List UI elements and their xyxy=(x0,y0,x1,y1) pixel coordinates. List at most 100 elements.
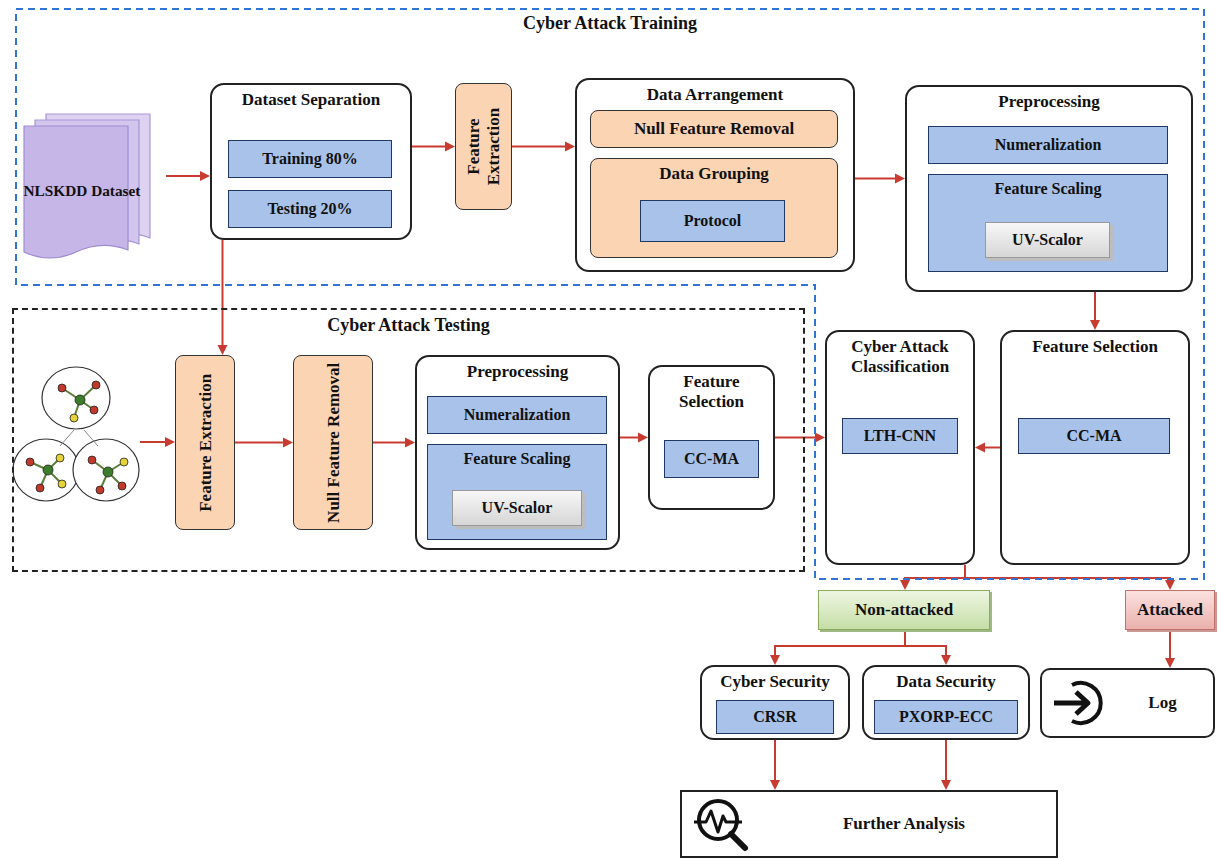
process-box: Data ArrangementNull Feature RemovalData… xyxy=(575,78,855,272)
box-label: CC-MA xyxy=(1066,427,1121,445)
process-box: Dataset SeparationTraining 80%Testing 20… xyxy=(210,83,412,240)
arrow-line xyxy=(412,146,445,148)
group-title: Feature Selection xyxy=(654,372,769,411)
method-box: Testing 20% xyxy=(228,190,392,228)
box-label: Numeralization xyxy=(995,136,1102,154)
pulse-line xyxy=(694,811,742,832)
step-box: Feature Extraction xyxy=(175,355,235,530)
group-title: Cyber Security xyxy=(706,672,844,692)
flow-arrow xyxy=(900,565,965,590)
group-title: Data Grouping xyxy=(595,164,833,184)
arrow-head xyxy=(815,433,825,443)
arrow-head xyxy=(283,438,293,448)
process-box: PreprocessingNumeralizationFeature Scali… xyxy=(905,85,1193,292)
result-box: Non-attacked xyxy=(818,590,990,630)
network-dots xyxy=(26,381,128,494)
arrow-line xyxy=(905,565,965,580)
flow-arrow xyxy=(855,174,905,184)
arrow-line xyxy=(775,437,815,439)
flow-arrow xyxy=(965,565,1175,590)
box-label: CC-MA xyxy=(684,450,739,468)
method-box: Protocol xyxy=(640,200,785,242)
box-label: Null Feature Removal xyxy=(634,119,794,139)
log-box: Log xyxy=(1040,668,1215,738)
method-box: PXORP-ECC xyxy=(874,700,1018,734)
arrow-line xyxy=(774,740,776,780)
dataset-document: NLSKDD Dataset xyxy=(22,112,166,260)
method-box: CRSR xyxy=(716,700,834,734)
method-box: Feature ScalingUV-Scalor xyxy=(427,444,607,540)
method-box: Training 80% xyxy=(228,140,392,178)
arrow-head xyxy=(895,174,905,184)
flow-arrow xyxy=(1090,292,1100,330)
box-label: Further Analysis xyxy=(843,814,965,834)
magnifier-handle xyxy=(731,834,745,848)
flow-arrow xyxy=(412,142,455,152)
flow-arrow xyxy=(770,740,780,790)
flow-arrow xyxy=(775,433,825,443)
method-box: CC-MA xyxy=(664,440,759,478)
box-label: Testing 20% xyxy=(267,200,352,218)
arrow-head xyxy=(445,142,455,152)
arrow-line xyxy=(855,178,895,180)
flow-arrow xyxy=(941,740,951,790)
arrow-head xyxy=(638,433,648,443)
arrow-line xyxy=(1169,630,1171,658)
box-label: Attacked xyxy=(1137,600,1203,620)
flow-arrow xyxy=(512,142,575,152)
arrow-head xyxy=(405,438,415,448)
arrow-head xyxy=(218,345,228,355)
input-arrow xyxy=(140,437,175,447)
network-clusters xyxy=(13,367,139,501)
scaler-box: UV-Scalor xyxy=(452,490,582,526)
arrow-head xyxy=(900,580,910,590)
analysis-icon xyxy=(690,794,750,854)
group-title: Preprocessing xyxy=(421,362,614,382)
group-title: Data Arrangement xyxy=(581,85,849,105)
arrow-line xyxy=(620,437,638,439)
process-box: PreprocessingNumeralizationFeature Scali… xyxy=(415,355,620,550)
box-label: Numeralization xyxy=(464,406,571,424)
step-box: Feature Extraction xyxy=(455,83,512,210)
method-box: CC-MA xyxy=(1018,418,1170,454)
process-box: Cyber SecurityCRSR xyxy=(700,665,850,740)
arrow-line xyxy=(235,442,283,444)
arrow-line xyxy=(512,146,565,148)
arrow-head xyxy=(941,780,951,790)
arrow-head xyxy=(1165,580,1175,590)
arrow-line xyxy=(1094,292,1096,320)
step-box: Null Feature Removal xyxy=(590,110,838,148)
box-label: Feature Extraction xyxy=(464,90,503,203)
box-label: Log xyxy=(1148,693,1176,713)
group-title: Preprocessing xyxy=(911,92,1187,112)
group-title: Feature Selection xyxy=(1006,337,1184,357)
arrow-head xyxy=(975,443,985,453)
method-box: LTH-CNN xyxy=(842,418,958,454)
arrow-head xyxy=(770,655,780,665)
box-label: Feature Extraction xyxy=(195,362,215,523)
flow-arrow xyxy=(770,630,905,665)
arrow-head xyxy=(200,171,210,181)
testing-region: Cyber Attack TestingFeature ExtractionNu… xyxy=(12,308,805,572)
method-box: Numeralization xyxy=(427,396,607,434)
flow-arrow xyxy=(166,171,210,181)
dashed-boundary xyxy=(16,9,1204,579)
group-title: Data Security xyxy=(868,672,1024,692)
box-label: LTH-CNN xyxy=(864,427,936,445)
arrow-line xyxy=(166,175,200,177)
arrow-head xyxy=(770,780,780,790)
process-box: Feature SelectionCC-MA xyxy=(648,365,775,510)
result-box: Attacked xyxy=(1125,590,1215,630)
arrow-head xyxy=(1165,658,1175,668)
method-box: Numeralization xyxy=(928,126,1168,164)
log-icon-arrow xyxy=(1054,692,1088,714)
box-label: Protocol xyxy=(684,212,741,230)
arrow-head xyxy=(565,142,575,152)
group-title: Cyber Attack Classification xyxy=(831,337,969,376)
process-box: Cyber Attack ClassificationLTH-CNN xyxy=(825,330,975,565)
box-label: CRSR xyxy=(753,708,797,726)
flow-arrow xyxy=(218,240,228,355)
flow-arrow xyxy=(1165,630,1175,668)
flow-arrow xyxy=(235,438,293,448)
arrow-line xyxy=(373,442,405,444)
